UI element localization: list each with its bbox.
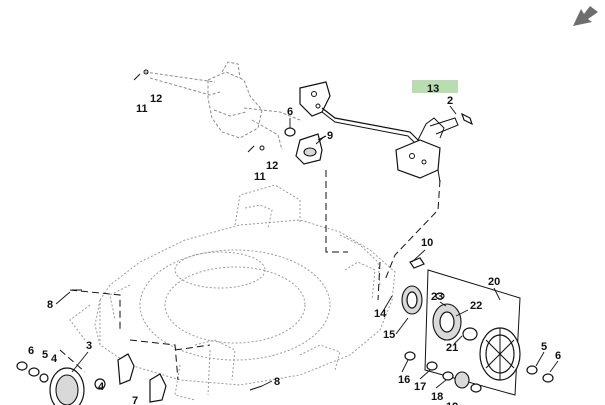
- callout-21[interactable]: 21: [446, 342, 458, 354]
- front-wheel-assembly: [16, 289, 263, 405]
- arrow-down-left-icon: [573, 6, 598, 26]
- pins-upper: [133, 69, 265, 153]
- callout-8[interactable]: 8: [47, 299, 53, 311]
- callout-4[interactable]: 4: [98, 381, 105, 393]
- nav-back-button[interactable]: [573, 6, 598, 26]
- callout-22[interactable]: 22: [470, 300, 482, 312]
- height-adjust-lever: [299, 81, 474, 183]
- callout-19[interactable]: 19: [446, 401, 458, 405]
- callout-15[interactable]: 15: [383, 329, 395, 341]
- rear-wheel-assembly: [401, 257, 554, 396]
- callout-12[interactable]: 12: [266, 160, 278, 172]
- callout-8[interactable]: 8: [274, 376, 280, 388]
- callout-17[interactable]: 17: [414, 381, 426, 393]
- callout-6[interactable]: 6: [555, 350, 561, 362]
- callout-14[interactable]: 14: [374, 308, 387, 320]
- mower-deck-ghost: [69, 184, 396, 401]
- callout-9[interactable]: 9: [327, 130, 333, 142]
- callout-23[interactable]: 23: [431, 291, 443, 303]
- callout-5[interactable]: 5: [42, 349, 48, 361]
- gearbox-ghost: [144, 61, 301, 151]
- assembly-guides: [59, 170, 441, 381]
- callout-6[interactable]: 6: [287, 106, 293, 118]
- callout-2[interactable]: 2: [447, 95, 453, 107]
- callout-5[interactable]: 5: [541, 341, 547, 353]
- callout-7[interactable]: 7: [132, 395, 138, 405]
- callout-11[interactable]: 11: [254, 171, 266, 183]
- callout-labels: 13 2 12 11 6 9 12 11 10 20 8 22 23 14 15…: [28, 83, 561, 405]
- leader-lines: [55, 105, 559, 389]
- callout-10[interactable]: 10: [421, 237, 433, 249]
- callout-12[interactable]: 12: [150, 93, 162, 105]
- callout-20[interactable]: 20: [488, 276, 500, 288]
- callout-6[interactable]: 6: [28, 345, 34, 357]
- callout-13[interactable]: 13: [427, 83, 439, 95]
- callout-16[interactable]: 16: [398, 374, 410, 386]
- callout-4[interactable]: 4: [51, 353, 58, 365]
- callout-18[interactable]: 18: [431, 391, 443, 403]
- callout-3[interactable]: 3: [86, 340, 92, 352]
- part-9-bracket: [284, 127, 327, 165]
- callout-11[interactable]: 11: [136, 103, 148, 115]
- part-13-highlight: [412, 80, 458, 93]
